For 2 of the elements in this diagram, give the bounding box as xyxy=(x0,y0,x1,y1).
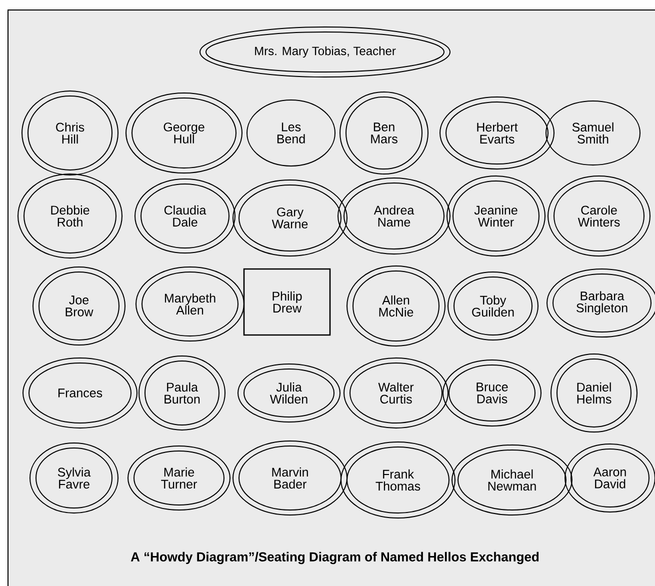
name-box: Philip Drew xyxy=(243,268,331,336)
caption: A “Howdy Diagram”/Seating Diagram of Named Hellos Exchanged xyxy=(130,552,539,564)
